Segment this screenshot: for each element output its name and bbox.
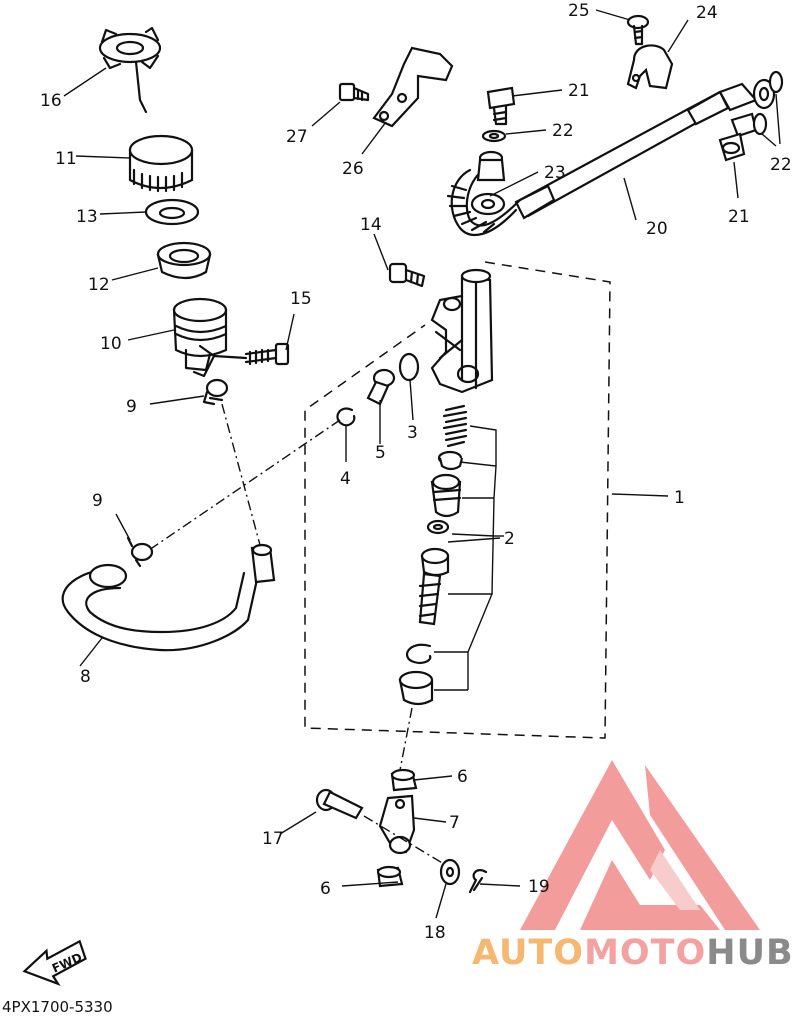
part-2-small-washer: [426, 519, 450, 535]
callout-11: 11: [55, 149, 77, 169]
callout-15: 15: [290, 289, 312, 309]
callout-6-upper: 6: [457, 767, 468, 787]
callout-19: 19: [528, 877, 550, 897]
watermark-part2: MOTO: [584, 933, 706, 973]
part-2-boot: [398, 670, 434, 706]
leader-boot-to-6: [399, 707, 413, 771]
leader-4-to-9: [151, 419, 341, 549]
part-22-washer-upper: [481, 129, 507, 143]
callout-26: 26: [342, 159, 364, 179]
bracket-2: [434, 425, 497, 691]
part-11-cap: [128, 134, 194, 193]
callout-22-upper: 22: [552, 121, 574, 141]
diagram-code: 4PX1700-5330: [2, 998, 113, 1016]
part-17-pin: [315, 788, 364, 820]
part-19-cotter-pin: [468, 869, 488, 894]
callout-labels: 1 2 3 4 5 6 6 7 8 9 9 10 11 12 13 14 15 …: [40, 1, 792, 943]
part-7-clevis: [378, 794, 416, 855]
part-15-bolt: [212, 342, 290, 366]
callout-2: 2: [504, 529, 515, 549]
callout-18: 18: [424, 923, 446, 943]
callout-10: 10: [100, 334, 122, 354]
leader-9-to-8: [221, 403, 261, 546]
callout-24: 24: [696, 3, 718, 23]
callout-22-right: 22: [770, 155, 792, 175]
callout-13: 13: [76, 207, 98, 227]
part-2-piston: [430, 473, 462, 518]
callout-14: 14: [360, 215, 382, 235]
part-2-push-rod: [418, 547, 450, 626]
part-20-brake-hose: [446, 78, 776, 236]
callout-23: 23: [544, 163, 566, 183]
callout-3: 3: [407, 423, 418, 443]
callout-1: 1: [674, 488, 685, 508]
callout-9-upper: 9: [126, 397, 137, 417]
part-10-reservoir-tank: [172, 297, 228, 378]
callout-12: 12: [88, 275, 110, 295]
part-8-hose: [61, 543, 276, 652]
callout-7: 7: [449, 813, 460, 833]
callout-6-lower: 6: [320, 879, 331, 899]
part-27-bolt: [338, 82, 370, 102]
assembly-1-boundary: [304, 261, 611, 739]
watermark-part3: HUB: [706, 933, 793, 973]
part-1-master-cylinder-body: [430, 268, 494, 394]
watermark-logo: [520, 760, 760, 930]
part-6-nut-upper: [390, 768, 418, 792]
part-13-diaphragm-plate: [144, 198, 200, 226]
part-9-hose-clamp-lower: [126, 536, 154, 568]
callout-9-lower: 9: [92, 491, 103, 511]
callout-leaders: [63, 9, 781, 919]
part-21-union-bolt-upper: [486, 86, 516, 126]
callout-21-upper: 21: [568, 81, 590, 101]
part-16-reservoir-cap-plate: [98, 26, 162, 114]
part-21-union-bolt-right: [718, 112, 758, 162]
watermark-text: AUTOMOTOHUB: [472, 933, 794, 973]
callout-20: 20: [646, 219, 668, 239]
callout-17: 17: [262, 829, 284, 849]
callout-27: 27: [286, 127, 308, 147]
callout-21-right: 21: [728, 207, 750, 227]
part-2-circlip: [406, 643, 432, 664]
part-18-washer: [363, 815, 461, 886]
part-4-circlip: [336, 407, 356, 427]
part-12-diaphragm: [156, 241, 212, 280]
callout-8: 8: [80, 667, 91, 687]
part-26-bracket: [372, 46, 454, 128]
callout-4: 4: [340, 469, 351, 489]
callout-5: 5: [375, 443, 386, 463]
part-25-screw: [626, 14, 650, 46]
fwd-arrow: FWD: [22, 939, 87, 986]
part-3-o-ring: [398, 352, 420, 382]
callout-16: 16: [40, 91, 62, 111]
part-2-cup: [437, 450, 464, 471]
part-5-joint: [366, 368, 396, 406]
part-24-hose-guide: [626, 44, 674, 90]
part-14-bolt: [388, 262, 426, 288]
watermark-part1: AUTO: [472, 933, 584, 973]
part-9-hose-clamp-upper: [202, 378, 229, 406]
part-2-spring: [442, 404, 468, 448]
part-22-washers-right: [752, 70, 784, 136]
callout-25: 25: [568, 1, 590, 21]
